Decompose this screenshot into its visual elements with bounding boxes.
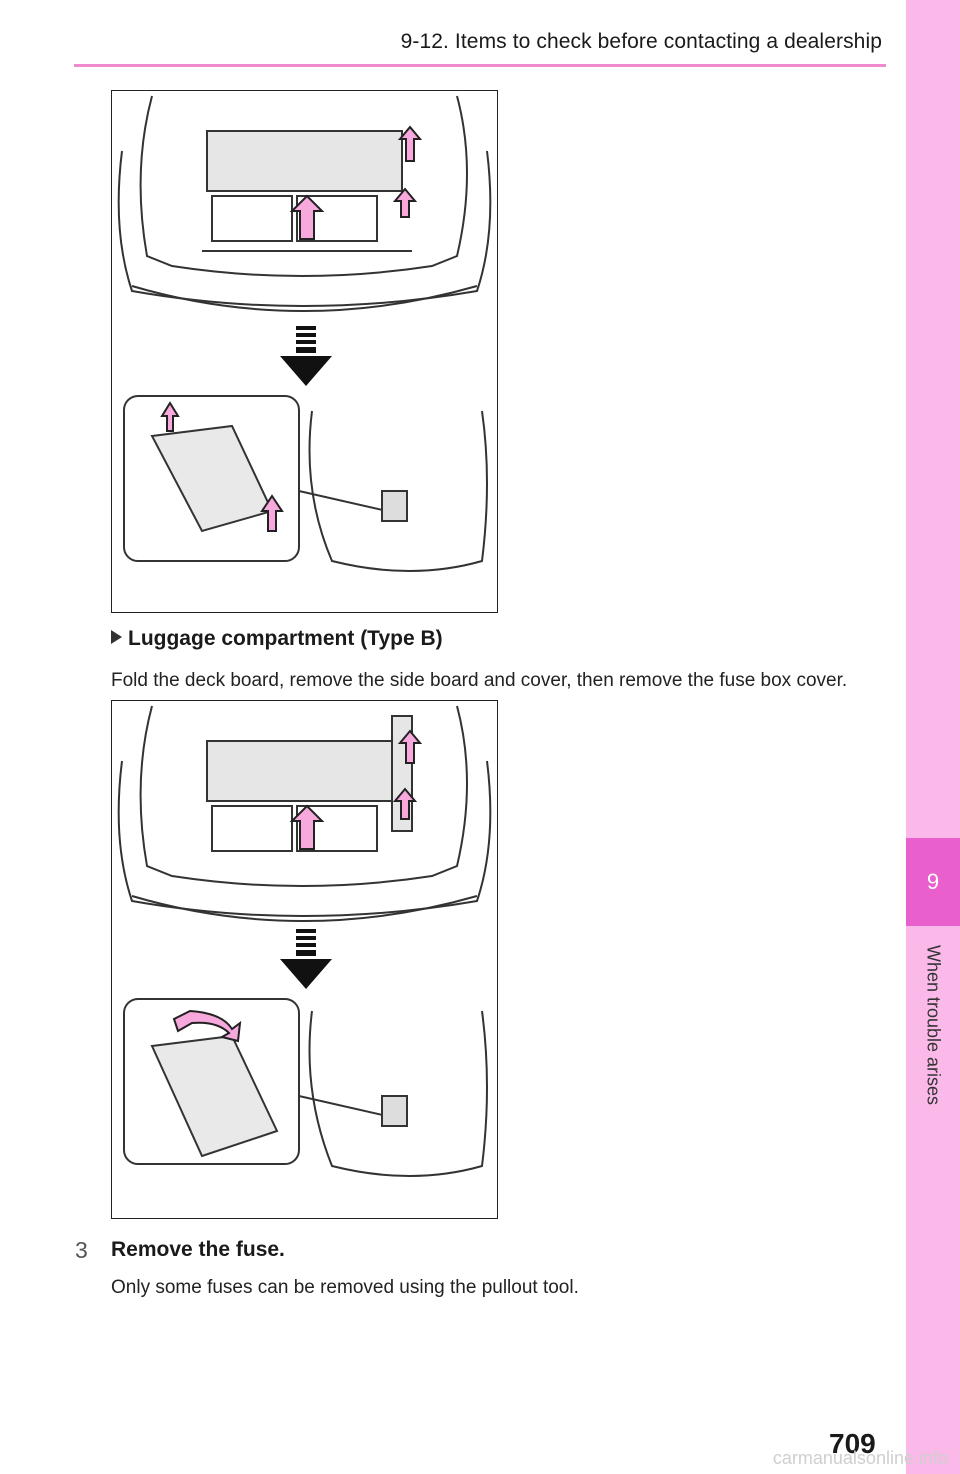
detail-arrow-icons	[172, 1009, 242, 1043]
watermark: carmanualsonline.info	[772, 1448, 948, 1468]
figure-type-a	[111, 90, 498, 613]
step-title: Remove the fuse.	[111, 1238, 285, 1261]
triangle-bullet-icon	[111, 630, 122, 644]
down-arrow-icon	[280, 929, 332, 989]
running-header: 9-12. Items to check before contacting a…	[400, 30, 882, 53]
step-description: Only some fuses can be removed using the…	[111, 1277, 579, 1298]
chapter-side-tab	[906, 0, 960, 1474]
detail-arrow-icons	[160, 401, 284, 532]
cargo-area-illustration	[117, 705, 492, 922]
fuse-box-detail	[123, 998, 488, 1177]
type-b-instructions: Fold the deck board, remove the side boa…	[111, 670, 848, 691]
cargo-area-illustration	[117, 95, 492, 312]
step-number: 3	[75, 1237, 88, 1263]
figure-type-b	[111, 700, 498, 1219]
chapter-label: When trouble arises	[923, 944, 944, 1106]
page-number: 709	[829, 1428, 876, 1459]
lift-arrow-icons	[289, 729, 423, 850]
down-arrow-icon	[280, 326, 332, 386]
lift-arrow-icons	[289, 125, 423, 240]
section-heading-type-b: Luggage compartment (Type B)	[111, 627, 443, 651]
header-rule	[74, 64, 886, 67]
section-heading-text: Luggage compartment (Type B)	[128, 627, 443, 650]
fuse-box-detail	[123, 395, 488, 572]
chapter-number-tab[interactable]: 9	[906, 838, 960, 926]
